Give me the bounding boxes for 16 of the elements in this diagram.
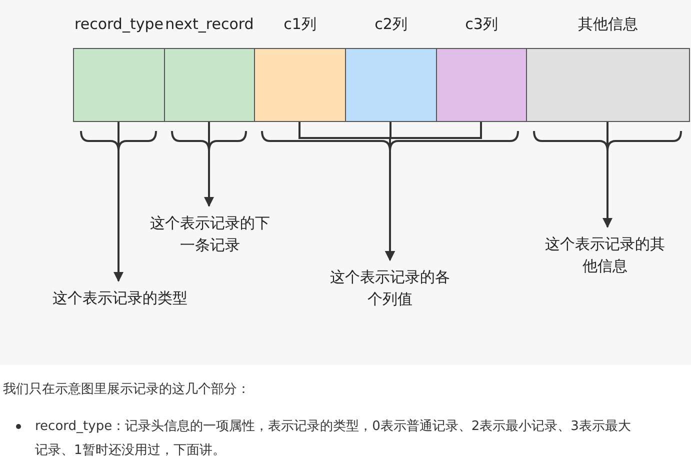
field-heading: c3列: [464, 15, 499, 34]
annotation-text: 这个表示记录的下一条记录: [150, 212, 270, 256]
field-heading: c2列: [374, 15, 408, 34]
field-heading: c1列: [282, 15, 318, 34]
annotation-text: 这个表示记录的各个列值: [330, 266, 450, 310]
field-heading: record_type: [74, 15, 164, 33]
field-heading: next_record: [164, 15, 255, 33]
arrow: [204, 122, 214, 207]
annotation-text: 这个表示记录的类型: [45, 287, 195, 309]
paragraph: 我们只在示意图里展示记录的这几个部分：: [3, 381, 251, 399]
annotation-text: 这个表示记录的其他信息: [545, 233, 665, 277]
field-heading: 其他信息: [577, 15, 639, 34]
arrow: [114, 122, 124, 282]
bullet-text: record_type：记录头信息的一项属性，表示记录的类型，0表示普通记录、2表示最小记录、3表示最大记录、1暂时还没用过，下面讲。: [35, 418, 632, 460]
arrow: [385, 122, 482, 261]
arrow: [602, 122, 612, 228]
